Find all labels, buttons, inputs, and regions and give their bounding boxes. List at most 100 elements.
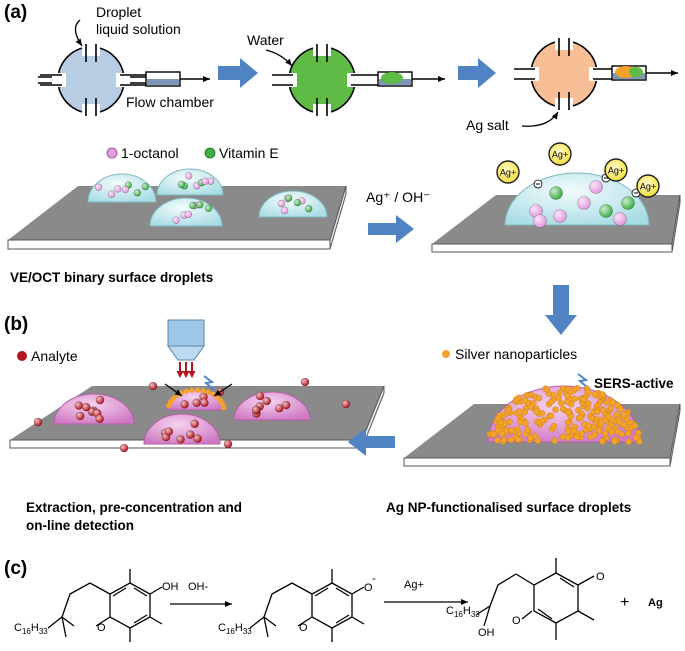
- silver-nanoparticle: [494, 437, 501, 444]
- sers-signal-icon-2: [577, 373, 589, 389]
- analyte-legend-label: Analyte: [31, 348, 78, 364]
- octanol-molecule: [107, 190, 116, 198]
- vitamin-e-molecule: [141, 182, 150, 191]
- analyte-molecule: [75, 411, 85, 421]
- analyte-molecule: [176, 435, 185, 444]
- chemistry-scheme: [47, 558, 595, 642]
- silver-nanoparticle: [555, 394, 562, 402]
- silver-legend-dot: [442, 350, 450, 358]
- phenol-oh-label: OH: [162, 581, 179, 593]
- sidechain-label-2: C16H33: [218, 622, 252, 636]
- silver-nanoparticle: [543, 386, 551, 393]
- phenoxide-charge: -: [372, 573, 376, 585]
- silver-nanoparticle: [635, 429, 642, 437]
- silver-nanoparticle: [575, 407, 582, 414]
- binary-droplets: [87, 168, 328, 227]
- panel-label-c: (c): [4, 558, 27, 579]
- silver-nanoparticle: [601, 430, 609, 437]
- silver-nanoparticle: [613, 411, 620, 418]
- octanol-molecule: [114, 185, 122, 193]
- product-ag-label: Ag: [648, 597, 663, 609]
- silver-nanoparticle: [585, 422, 592, 429]
- extraction-caption-line2: on-line detection: [26, 518, 134, 533]
- silver-nanoparticle: [603, 399, 611, 406]
- vitamin-e-molecule: [196, 201, 204, 209]
- octanol-molecule: [201, 177, 209, 186]
- silver-nanoparticle: [551, 437, 558, 444]
- silver-nanoparticle: [531, 432, 539, 440]
- analyte-legend-dot: [17, 351, 27, 361]
- silver-nanoparticle: [564, 398, 571, 406]
- sidechain-label-3: C16H33: [446, 605, 480, 619]
- analyte-droplets: [53, 387, 311, 445]
- analyte-molecule: [95, 395, 105, 405]
- octanol-molecule: [280, 206, 289, 215]
- ag-np-droplets-caption: Ag NP-functionalised surface droplets: [386, 500, 631, 515]
- silver-nanoparticle: [620, 411, 628, 418]
- svg-text:Ag+: Ag+: [640, 182, 656, 192]
- silver-nanoparticle: [605, 413, 612, 420]
- flow-cell-1: [38, 40, 150, 120]
- analyte-molecule: [148, 381, 158, 391]
- reagent-2-label: Ag+: [404, 579, 424, 591]
- vitamin-e-molecule: [293, 198, 302, 207]
- vitamin-e-molecule: [549, 186, 563, 200]
- silver-nanoparticle: [535, 395, 543, 402]
- ring-o-label-2: O: [299, 622, 308, 634]
- vitamin-e-molecule: [133, 189, 142, 197]
- silver-nanoparticle: [522, 420, 529, 427]
- silver-nanoparticle: [508, 427, 515, 434]
- silver-nanoparticle: [517, 419, 524, 426]
- silver-nanoparticle: [577, 414, 584, 422]
- analyte-molecule: [95, 414, 104, 424]
- silver-nanoparticle: [571, 395, 578, 402]
- silver-nanoparticle: [189, 387, 195, 393]
- ag-ion: Ag+: [548, 142, 572, 166]
- analyte-molecule: [192, 398, 201, 408]
- silver-nanoparticle: [585, 389, 592, 396]
- extraction-caption: Extraction, pre-concentration and: [26, 500, 242, 515]
- silver-nanoparticle: [166, 403, 172, 409]
- silver-nanoparticle: [558, 400, 565, 407]
- svg-text:C16H33: C16H33: [218, 622, 252, 636]
- analyte-molecule: [74, 401, 84, 410]
- down-process-arrow: [545, 285, 577, 335]
- vitamin-e-molecule: [177, 180, 186, 189]
- analyte-molecule: [255, 391, 265, 401]
- free-analytes: [33, 377, 351, 453]
- analyte-molecule: [193, 434, 202, 443]
- silver-nanoparticle: [573, 433, 581, 441]
- flow-chamber-3: [611, 65, 647, 81]
- silver-nanoparticle: [559, 433, 566, 440]
- analyte-molecule: [119, 443, 129, 453]
- vitamin-e-legend-label: Vitamin E: [219, 145, 279, 161]
- silver-nanoparticle: [538, 417, 546, 425]
- silver-nanoparticle: [521, 408, 528, 416]
- svg-text:Ag+: Ag+: [552, 150, 568, 160]
- analyte-molecule: [186, 430, 195, 439]
- silver-nanoparticle: [205, 389, 211, 395]
- silver-nanoparticle: [567, 388, 575, 395]
- silver-nanoparticle: [514, 436, 521, 443]
- vitamin-e-molecule: [285, 194, 293, 202]
- silver-legend-label: Silver nanoparticles: [455, 346, 577, 362]
- silver-nanoparticle: [580, 396, 587, 403]
- octanol-legend-label: 1-octanol: [121, 145, 179, 161]
- octanol-molecule: [577, 196, 591, 210]
- silver-nanoparticle: [564, 419, 572, 426]
- vitamin-e-molecule: [621, 196, 635, 210]
- svg-text:Ag+: Ag+: [500, 168, 516, 178]
- octanol-legend-dot: [106, 147, 118, 159]
- analyte-molecule: [199, 392, 208, 402]
- analyte-molecule: [251, 405, 261, 415]
- sidechain-label-1: C16H33: [14, 622, 48, 636]
- silver-nanoparticle: [533, 408, 540, 415]
- analyte-molecule: [262, 396, 272, 406]
- octanol-molecule: [533, 214, 547, 228]
- silver-nanoparticle: [625, 438, 632, 445]
- quinone-o-bottom: O: [512, 615, 521, 627]
- silver-nanoparticle: [524, 426, 531, 433]
- svg-text:Ag+: Ag+: [608, 166, 624, 176]
- droplet-label-line2: liquid solution: [96, 21, 181, 37]
